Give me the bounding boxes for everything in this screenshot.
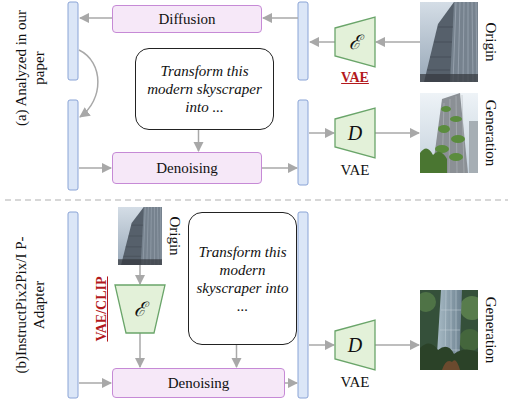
trapezoid-shape: [335, 320, 375, 370]
skyscraper-photo: [118, 207, 162, 265]
generated-photo: [420, 93, 478, 173]
latent-bar: [68, 100, 78, 190]
process-box: Denoising: [112, 368, 285, 398]
prompt-box: Transform this modern skyscraper into ..…: [188, 212, 297, 345]
trapezoid-shape: [335, 17, 375, 67]
node-label: Diffusion: [158, 10, 215, 28]
flow-arrow: [310, 41, 335, 43]
skyscraper-photo: [420, 2, 478, 82]
image-frame: Generation: [420, 93, 478, 173]
panel-divider: [5, 199, 508, 200]
latent-bar: [298, 100, 308, 185]
encoder-trapezoid: ℰVAE/CLIP: [115, 285, 165, 333]
prompt-box: Transform this modern skyscraper into ..…: [135, 48, 274, 130]
module-symbol: ℰ: [134, 297, 146, 321]
node-label: Denoising: [156, 159, 218, 177]
module-caption: VAE: [341, 373, 370, 391]
image-caption: VAE/CLIP: [94, 276, 111, 341]
module-caption: VAE: [341, 70, 369, 87]
flow-arrow: [198, 130, 200, 151]
flow-arrow: [139, 333, 141, 367]
node-label: Denoising: [168, 374, 230, 392]
process-box: Diffusion: [112, 5, 262, 33]
latent-bar: [298, 2, 308, 80]
image-caption: Origin: [482, 22, 500, 61]
flow-arrow: [139, 265, 141, 284]
panel-label: (a) Analyzed in our paper: [12, 1, 48, 136]
module-caption: VAE: [341, 161, 370, 179]
panel-label: (b)InstructPix2Pix/I P-Adapter: [12, 223, 48, 388]
generated-photo: [416, 290, 484, 370]
decoder-trapezoid: DVAE: [335, 320, 375, 370]
image-caption: Generation: [482, 100, 500, 167]
image-caption: Origin: [166, 216, 184, 255]
image-frame: Generation: [420, 290, 478, 370]
encoder-trapezoid: ℰVAE: [335, 17, 375, 67]
flow-arrow: [262, 167, 297, 169]
module-symbol: ℰ: [349, 30, 361, 54]
image-frame: Origin: [118, 207, 162, 265]
latent-bar: [68, 2, 78, 80]
trapezoid-shape: [335, 108, 375, 158]
flow-arrow: [375, 344, 419, 346]
latent-bar: [298, 212, 308, 398]
flow-arrow: [309, 344, 334, 346]
flow-arrow: [285, 382, 297, 384]
flow-arrow: [375, 132, 419, 134]
decoder-trapezoid: DVAE: [335, 108, 375, 158]
node-label: Transform this modern skyscraper into ..…: [189, 243, 296, 315]
image-caption: Generation: [482, 297, 500, 364]
flow-arrow: [236, 345, 238, 367]
latent-bar: [68, 212, 78, 398]
flow-arrow: [263, 17, 298, 19]
flow-arrow: [80, 17, 112, 19]
flow-arrow: [376, 41, 420, 43]
node-label: Transform this modern skyscraper into ..…: [136, 62, 273, 116]
flow-arrow: [79, 167, 111, 169]
flow-arrow: [309, 132, 334, 134]
curved-arrow: [79, 50, 98, 117]
process-box: Denoising: [112, 152, 262, 184]
trapezoid-shape: [115, 285, 165, 333]
flow-arrow: [79, 382, 111, 384]
module-symbol: D: [348, 333, 362, 357]
image-frame: Origin: [420, 2, 478, 82]
module-symbol: D: [348, 121, 362, 145]
